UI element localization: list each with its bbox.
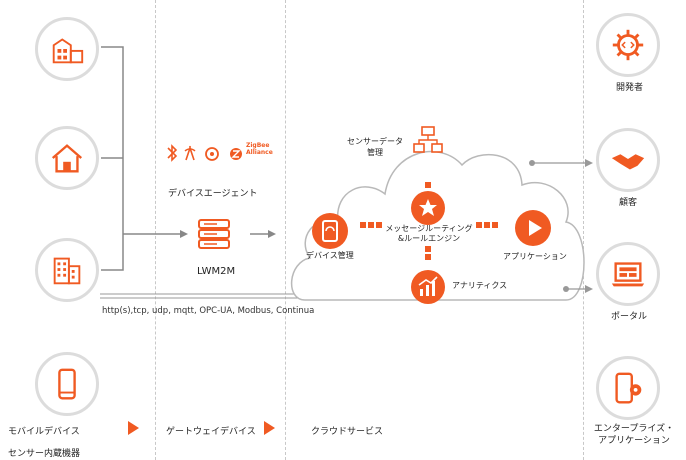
developer-circle (596, 13, 660, 77)
handshake-icon (611, 154, 645, 170)
factory-circle (35, 238, 99, 302)
laptop-icon (611, 262, 645, 287)
office-building-icon (52, 38, 84, 64)
portal-label: ポータル (611, 312, 648, 322)
column-divider (285, 0, 286, 460)
house-circle (35, 126, 99, 190)
server-icon (197, 218, 231, 254)
column-divider (583, 0, 584, 460)
zigbee-label: ZigBee Alliance (246, 142, 273, 156)
arrow-right-icon (128, 421, 139, 435)
play-icon (515, 210, 551, 246)
device-agent-label: デバイスエージェント (168, 189, 258, 199)
sensor-data-icon (413, 126, 443, 160)
customer-label: 顧客 (619, 198, 638, 208)
wifi-signal-icon (205, 147, 219, 161)
zigbee-logo (230, 148, 242, 160)
mobile-gear-icon (615, 372, 642, 404)
analytics-label: アナリティクス (452, 281, 508, 290)
smartphone-icon (58, 368, 76, 400)
device-mgmt-label: デバイス管理 (306, 251, 354, 260)
house-icon (51, 144, 83, 173)
sensor-device-label: センサー内蔵機器 (8, 449, 81, 459)
column-divider (155, 0, 156, 460)
protocols-label: http(s),tcp, udp, mqtt, OPC-UA, Modbus, … (102, 306, 315, 316)
enterprise-app-label: エンタープライズ・ アプリケーション (593, 424, 675, 446)
device-mgmt-icon (312, 213, 348, 249)
application-label: アプリケーション (503, 252, 567, 261)
routing-engine-label: メッセージルーティング &ルールエンジン (385, 224, 473, 243)
protocol-icons (164, 142, 284, 166)
mobile-circle (35, 352, 99, 416)
analytics-icon (411, 270, 445, 304)
arrow-right-icon (264, 421, 275, 435)
lwm2m-label: LWM2M (197, 266, 236, 277)
gear-code-icon (612, 29, 644, 61)
routing-engine-icon (411, 191, 445, 225)
sensor-data-label: センサーデータ 管理 (347, 137, 403, 157)
enterprise-circle (596, 356, 660, 420)
antenna-icon (184, 145, 196, 161)
portal-circle (596, 242, 660, 306)
factory-building-icon (53, 257, 81, 285)
bluetooth-icon (167, 144, 178, 162)
customer-circle (596, 128, 660, 192)
mobile-device-label: モバイルデバイス (8, 427, 80, 437)
office-building-circle (35, 17, 99, 81)
gateway-device-label: ゲートウェイデバイス (166, 427, 256, 437)
developer-label: 開発者 (616, 83, 644, 93)
cloud-service-label: クラウドサービス (311, 427, 384, 437)
